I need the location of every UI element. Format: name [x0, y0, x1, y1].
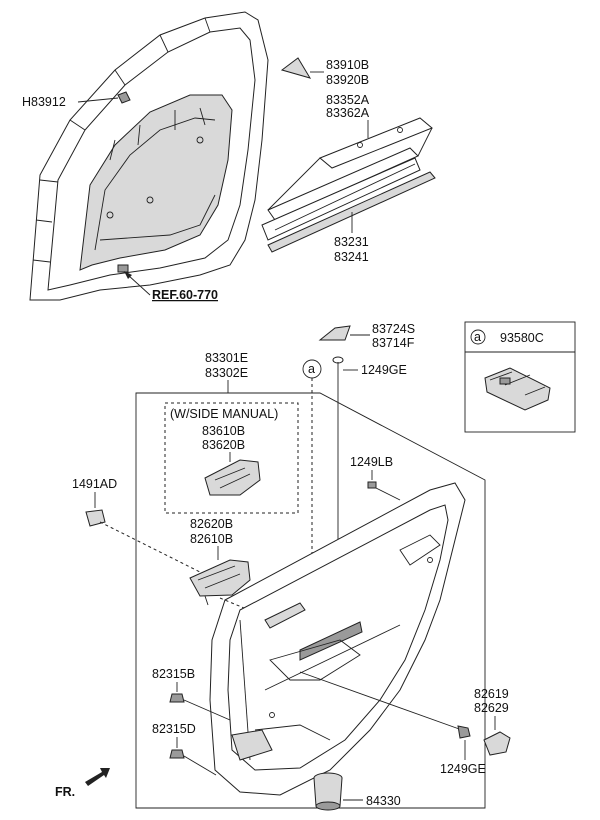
label-82315d: 82315D [152, 722, 196, 736]
label-83301e: 83301E [205, 351, 248, 365]
trim-piece-83724s [318, 325, 351, 341]
label-83241: 83241 [334, 250, 369, 264]
side-manual-box [164, 402, 299, 514]
label-1249ge-bottom: 1249GE [440, 762, 486, 776]
clip-82315b [169, 693, 185, 703]
inset-93580c: a 93580C [464, 321, 576, 433]
label-82629: 82629 [474, 701, 509, 715]
door-trim-panel [209, 482, 466, 796]
label-82610b: 82610B [190, 532, 233, 546]
label-82620b: 82620B [190, 517, 233, 531]
label-83362a: 83362A [326, 106, 370, 120]
inset-letter: a [474, 330, 481, 344]
label-83714f: 83714F [372, 336, 415, 350]
screw-1249ge-top [332, 356, 344, 376]
door-channel-part [261, 57, 436, 253]
rear-door-frame [29, 11, 269, 301]
callout-a-letter: a [308, 362, 315, 376]
screw-1249lb [367, 481, 401, 501]
cup-84330 [313, 772, 343, 811]
label-82619: 82619 [474, 687, 509, 701]
label-w-side-manual: (W/SIDE MANUAL) [170, 407, 278, 421]
label-83352a: 83352A [326, 93, 370, 107]
label-1249lb: 1249LB [350, 455, 393, 469]
label-93580c: 93580C [500, 331, 544, 345]
label-83231: 83231 [334, 235, 369, 249]
label-84330: 84330 [366, 794, 401, 808]
handle-83610b [204, 459, 261, 496]
label-h83912: H83912 [22, 95, 66, 109]
label-fr: FR. [55, 785, 75, 799]
label-1491ad: 1491AD [72, 477, 117, 491]
panel-group-boundary [135, 392, 486, 809]
cap-82619 [483, 731, 511, 756]
label-83302e: 83302E [205, 366, 248, 380]
screw-1249ge-bottom [299, 671, 471, 739]
label-82315b: 82315B [152, 667, 195, 681]
handle-82610b [189, 559, 251, 597]
label-ref-60-770: REF.60-770 [152, 288, 218, 302]
fr-arrow-icon [85, 768, 110, 786]
label-83724s: 83724S [372, 322, 415, 336]
label-83910b: 83910B [326, 58, 369, 72]
label-1249ge-top: 1249GE [361, 363, 407, 377]
label-83920b: 83920B [326, 73, 369, 87]
label-83620b: 83620B [202, 438, 245, 452]
label-83610b: 83610B [202, 424, 245, 438]
clip-82315d [169, 749, 185, 759]
